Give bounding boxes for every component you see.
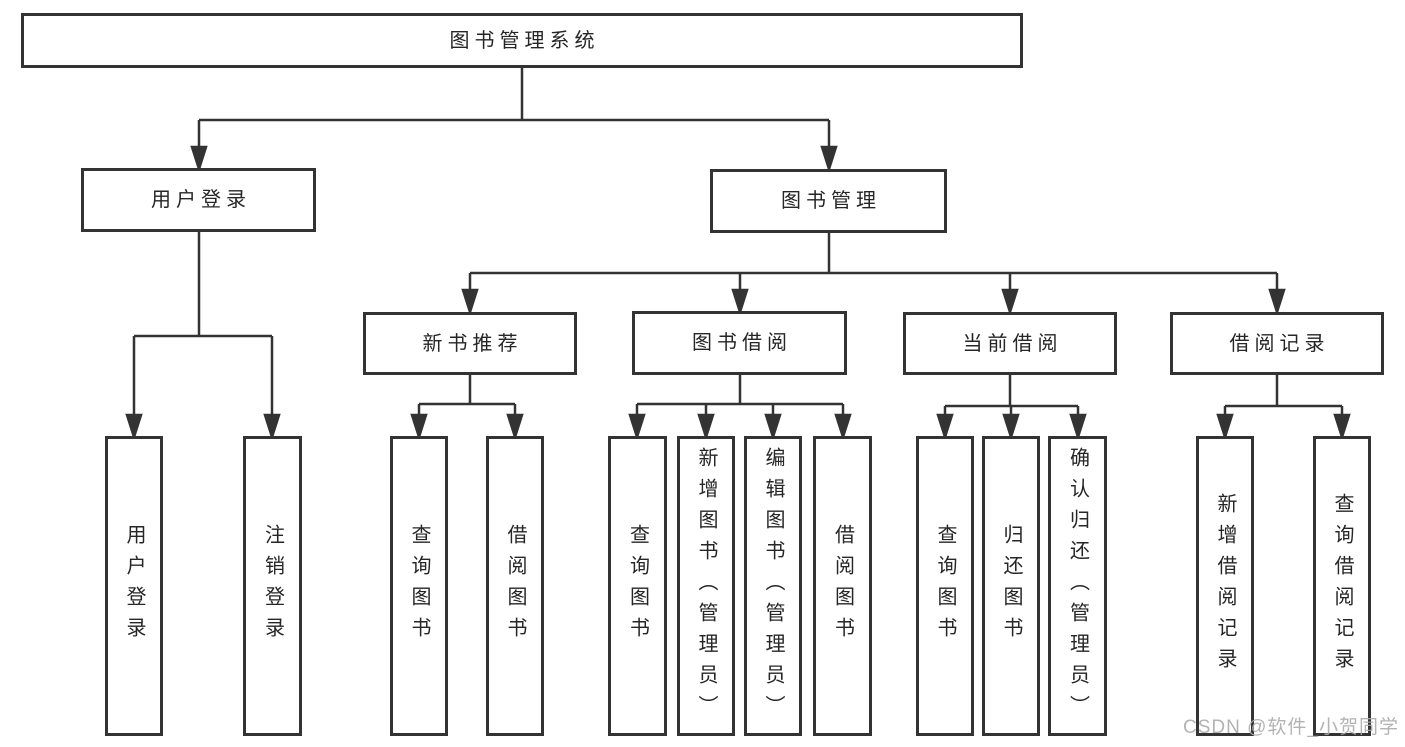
- connector-root-to-level2: [190, 68, 838, 174]
- node-root-library-system: 图书管理系统: [21, 13, 1023, 68]
- leaf-add-books-admin: 新增图书（管理员）: [677, 436, 735, 736]
- leaf-borrow-books-recommend-label: 借阅图书: [504, 524, 526, 648]
- leaf-confirm-return-admin: 确认归还（管理员）: [1048, 436, 1107, 736]
- connector-newbookrec-to-leaves: [410, 375, 524, 442]
- node-book-management-label: 图书管理: [781, 190, 881, 212]
- leaf-query-books-recommend-label: 查询图书: [408, 524, 430, 648]
- leaf-return-books: 归还图书: [982, 436, 1040, 736]
- connector-borrowrecords-to-leaves: [1216, 375, 1351, 442]
- node-book-borrow: 图书借阅: [632, 311, 847, 375]
- leaf-logout: 注销登录: [243, 436, 302, 736]
- node-current-borrow: 当前借阅: [903, 312, 1117, 375]
- node-book-borrow-label: 图书借阅: [692, 332, 792, 354]
- leaf-borrow-books: 借阅图书: [813, 436, 872, 736]
- leaf-borrow-books-label: 借阅图书: [831, 524, 854, 648]
- leaf-query-books-current: 查询图书: [916, 436, 974, 736]
- leaf-user-login: 用户登录: [105, 436, 163, 736]
- csdn-watermark: CSDN @软件_小贺同学: [1183, 717, 1399, 738]
- leaf-add-borrow-record-label: 新增借阅记录: [1214, 493, 1236, 679]
- leaf-add-books-admin-label: 新增图书（管理员）: [695, 446, 717, 726]
- leaf-confirm-return-admin-label: 确认归还（管理员）: [1066, 446, 1089, 726]
- connector-currentborrow-to-leaves: [936, 375, 1087, 442]
- leaf-logout-label: 注销登录: [261, 524, 284, 648]
- connector-bookborrow-to-leaves: [628, 375, 852, 442]
- leaf-user-login-label: 用户登录: [123, 524, 145, 648]
- leaf-query-books-borrow: 查询图书: [608, 436, 667, 736]
- node-new-book-recommend-label: 新书推荐: [422, 332, 523, 355]
- leaf-query-books-borrow-label: 查询图书: [626, 524, 649, 648]
- node-current-borrow-label: 当前借阅: [962, 332, 1063, 355]
- node-borrow-records-label: 借阅记录: [1229, 332, 1330, 355]
- leaf-query-books-current-label: 查询图书: [934, 524, 956, 648]
- leaf-borrow-books-recommend: 借阅图书: [486, 436, 544, 736]
- node-user-login: 用户登录: [81, 168, 316, 232]
- node-new-book-recommend: 新书推荐: [363, 312, 577, 375]
- leaf-query-books-recommend: 查询图书: [390, 436, 448, 736]
- connector-userlogin-to-leaves: [125, 232, 281, 442]
- leaf-edit-books-admin-label: 编辑图书（管理员）: [762, 446, 784, 726]
- leaf-query-borrow-record-label: 查询借阅记录: [1331, 493, 1353, 679]
- connector-bookmgmt-to-level3: [461, 233, 1286, 317]
- node-borrow-records: 借阅记录: [1170, 312, 1384, 375]
- node-root-label: 图书管理系统: [449, 29, 600, 52]
- leaf-edit-books-admin: 编辑图书（管理员）: [744, 436, 802, 736]
- node-user-login-label: 用户登录: [151, 189, 251, 211]
- leaf-return-books-label: 归还图书: [1000, 524, 1022, 648]
- leaf-query-borrow-record: 查询借阅记录: [1313, 436, 1371, 736]
- leaf-add-borrow-record: 新增借阅记录: [1196, 436, 1254, 736]
- node-book-management: 图书管理: [710, 169, 947, 233]
